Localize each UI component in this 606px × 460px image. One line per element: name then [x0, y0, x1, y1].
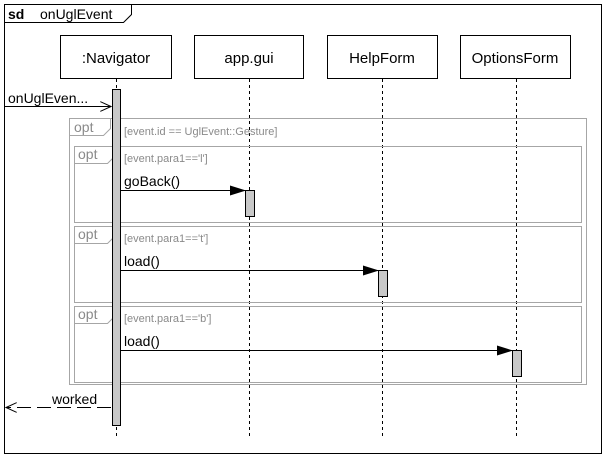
message-goback: goBack() — [121, 173, 246, 196]
lifeline-head-navigator — [60, 35, 172, 79]
lifeline-navigator: :Navigator — [60, 35, 172, 436]
fragment-inner-2: opt [event.para1=='t'] — [74, 226, 582, 303]
fragment-inner-2-guard: [event.para1=='t'] — [124, 233, 208, 245]
fragment-inner-3-guard: [event.para1=='b'] — [124, 313, 211, 325]
found-message: onUglEven... — [5, 90, 111, 107]
lifeline-label-navigator: :Navigator — [82, 50, 150, 67]
activation-optionsform — [512, 350, 522, 377]
lifeline-label-optionsform: OptionsForm — [472, 50, 559, 67]
fragment-outer-box — [69, 118, 587, 385]
message-goback-label: goBack() — [124, 173, 180, 189]
fragment-inner-1-guard: [event.para1=='l'] — [124, 153, 208, 165]
fragment-inner-3-keyword: opt — [78, 306, 98, 322]
activation-gui — [245, 190, 255, 217]
sd-frame — [4, 4, 602, 454]
fragment-inner-1-keyword: opt — [78, 146, 98, 162]
lifeline-head-helpform — [327, 35, 438, 79]
lifeline-optionsform: OptionsForm — [460, 35, 571, 436]
sd-frame-name: onUglEvent — [40, 6, 112, 22]
fragment-inner-2-keyword: opt — [78, 226, 98, 242]
fragment-inner-2-box — [74, 226, 582, 303]
message-load-optionsform: load() — [121, 333, 513, 356]
message-load-helpform: load() — [121, 253, 379, 276]
message-load-optionsform-label: load() — [124, 333, 160, 349]
activation-helpform — [378, 270, 388, 297]
lifeline-label-helpform: HelpForm — [349, 50, 415, 67]
fragment-inner-3: opt [event.para1=='b'] — [74, 306, 582, 383]
return-message-label: worked — [51, 391, 97, 407]
activation-navigator — [112, 89, 121, 426]
return-message: worked — [6, 391, 111, 408]
lifeline-gui: app.gui — [194, 35, 304, 436]
lifeline-head-optionsform — [460, 35, 571, 79]
sd-keyword: sd — [8, 6, 24, 22]
fragment-outer: opt [event.id == UglEvent::Gesture] — [69, 118, 587, 385]
fragment-inner-1-box — [74, 146, 582, 223]
fragment-inner-3-box — [74, 306, 582, 383]
fragment-outer-tab — [69, 118, 111, 136]
fragment-outer-keyword: opt — [74, 119, 94, 135]
message-load-helpform-label: load() — [124, 253, 160, 269]
found-message-label: onUglEven... — [8, 90, 88, 106]
lifeline-label-gui: app.gui — [224, 50, 273, 67]
fragment-outer-guard: [event.id == UglEvent::Gesture] — [124, 126, 277, 138]
lifeline-head-gui — [194, 35, 304, 79]
fragment-inner-1: opt [event.para1=='l'] — [74, 146, 582, 223]
sd-frame-tab — [4, 4, 132, 23]
lifeline-helpform: HelpForm — [327, 35, 438, 436]
